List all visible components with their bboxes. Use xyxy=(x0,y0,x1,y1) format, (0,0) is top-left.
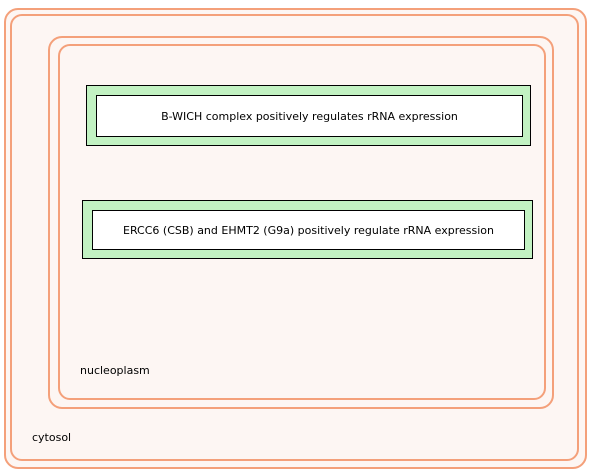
cytosol-label: cytosol xyxy=(32,431,72,444)
pathway-label-ercc6-ehmt2[interactable]: ERCC6 (CSB) and EHMT2 (G9a) positively r… xyxy=(92,210,525,250)
pathway-node-ercc6-ehmt2[interactable]: ERCC6 (CSB) and EHMT2 (G9a) positively r… xyxy=(82,200,533,259)
pathway-label-b-wich[interactable]: B-WICH complex positively regulates rRNA… xyxy=(96,95,523,137)
nucleoplasm-compartment-inner-border xyxy=(58,44,546,400)
cytosol-compartment-inner-border xyxy=(10,14,579,461)
pathway-node-b-wich[interactable]: B-WICH complex positively regulates rRNA… xyxy=(86,85,531,146)
nucleoplasm-label: nucleoplasm xyxy=(80,364,150,377)
